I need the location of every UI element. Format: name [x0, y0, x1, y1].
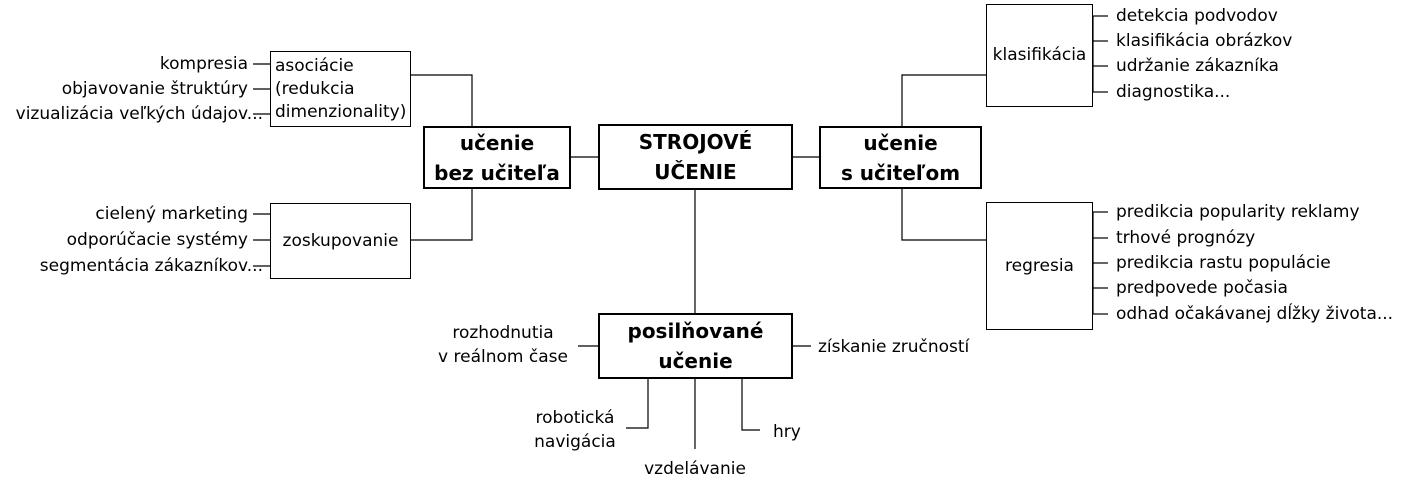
reinforcement-node: posilňované učenie [598, 313, 793, 379]
classification-item: klasifikácia obrázkov [1116, 31, 1293, 51]
reinforcement-item-education: vzdelávanie [644, 459, 746, 479]
reinforcement-item-games: hry [773, 422, 801, 442]
supervised-node: učenie s učiteľom [819, 126, 982, 189]
regression-item: odhad očakávanej dĺžky života... [1116, 304, 1394, 324]
regression-item: predpovede počasia [1116, 278, 1288, 298]
regression-item: predikcia popularity reklamy [1116, 202, 1360, 222]
classification-item: diagnostika... [1116, 82, 1231, 102]
reinforcement-item-skills: získanie zručností [818, 337, 970, 357]
reinforcement-item-realtime: rozhodnutia v reálnom čase [438, 323, 568, 367]
reinforcement-item-robot: robotická navigácia [534, 408, 616, 452]
regression-node: regresia [986, 202, 1093, 330]
association-node: asociácie (redukcia dimenzionality) [270, 51, 411, 127]
classification-item: udržanie zákazníka [1116, 56, 1279, 76]
unsupervised-node: učenie bez učiteľa [423, 126, 571, 189]
classification-item: detekcia podvodov [1116, 6, 1278, 26]
clustering-item: segmentácia zákazníkov... [39, 256, 263, 276]
regression-item: predikcia rastu populácie [1116, 253, 1331, 273]
association-item: kompresia [159, 54, 248, 74]
center-node: STROJOVÉ UČENIE [598, 124, 793, 190]
clustering-item: cielený marketing [95, 204, 248, 224]
clustering-node: zoskupovanie [270, 203, 411, 279]
regression-item: trhové prognózy [1116, 228, 1256, 248]
clustering-item: odporúčacie systémy [66, 230, 248, 250]
classification-node: klasifikácia [986, 4, 1093, 107]
association-item: vizualizácia veľkých údajov... [15, 104, 263, 124]
association-item: objavovanie štruktúry [61, 79, 248, 99]
